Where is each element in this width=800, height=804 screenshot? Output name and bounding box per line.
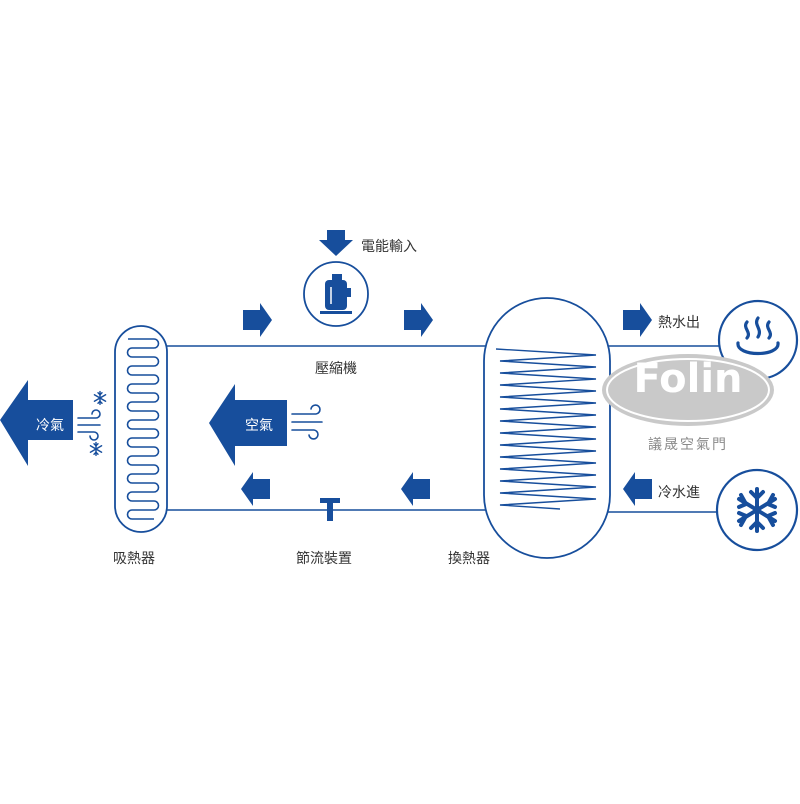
cold-air-arrow xyxy=(0,380,73,466)
power-input-arrow xyxy=(319,230,353,256)
throttle-label: 節流裝置 xyxy=(296,551,352,567)
air-arrow xyxy=(209,384,287,466)
refrigerant-loop xyxy=(165,345,722,513)
brand-subtitle: 議晟空氣門 xyxy=(648,437,728,453)
snowflake-icon-small-bottom xyxy=(89,441,103,457)
flow-arrow-top-right xyxy=(404,303,433,337)
wind-icon-left xyxy=(77,409,101,441)
compressor-label: 壓縮機 xyxy=(315,361,357,377)
flow-arrow-bottom-right xyxy=(401,472,430,506)
flow-arrow-top-left xyxy=(243,303,272,337)
snowflake-icon-small-top xyxy=(93,390,107,406)
exchanger-coil xyxy=(495,348,597,510)
hot-water-out-label: 熱水出 xyxy=(658,315,700,331)
evaporator-label: 吸熱器 xyxy=(113,551,155,567)
cold-air-label: 冷氣 xyxy=(36,418,64,434)
brand-logo xyxy=(602,354,774,426)
expansion-valve-icon xyxy=(320,498,340,521)
evaporator-coil xyxy=(126,338,160,520)
power-input-label: 電能輸入 xyxy=(361,239,417,255)
evaporator xyxy=(114,325,168,533)
brand-logo-text: Folin xyxy=(633,356,743,402)
air-label: 空氣 xyxy=(245,418,273,434)
flow-arrow-bottom-left xyxy=(241,472,270,506)
snowflake-icon xyxy=(715,468,799,552)
heat-exchanger-label: 換熱器 xyxy=(448,551,490,567)
hot-water-arrow xyxy=(623,303,652,337)
cold-water-arrow xyxy=(623,472,652,506)
cold-water-in-label: 冷水進 xyxy=(658,485,700,501)
heat-exchanger xyxy=(483,297,611,559)
wind-icon-middle xyxy=(291,404,323,440)
compressor-icon xyxy=(303,261,369,327)
